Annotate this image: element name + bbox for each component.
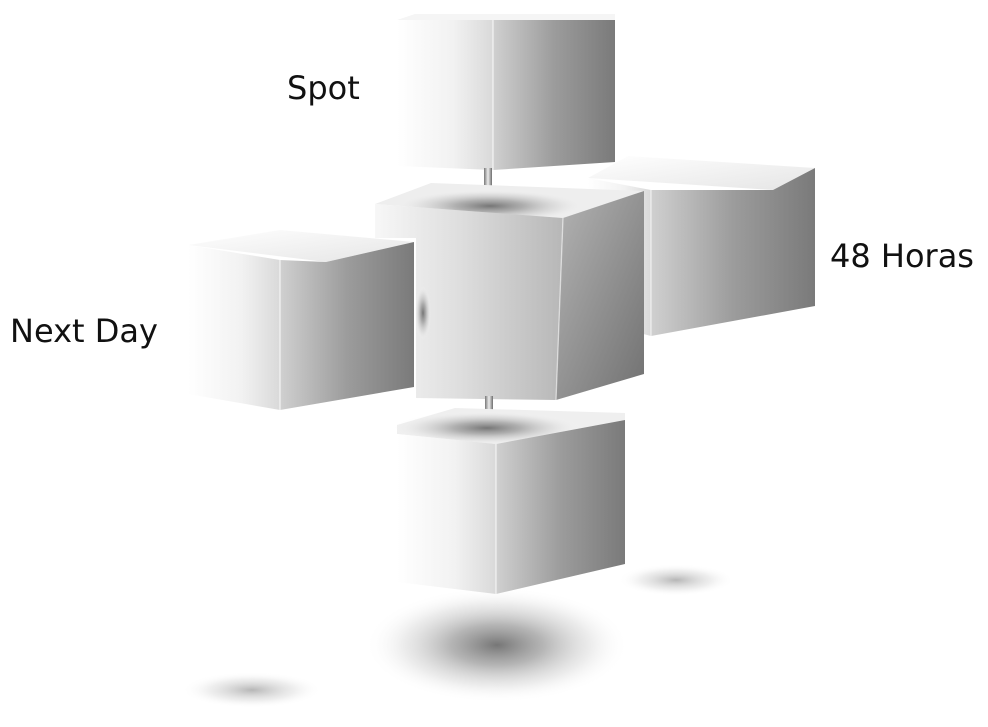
label-spot: Spot: [287, 69, 360, 107]
top-connector-rod: [484, 168, 492, 192]
left-cube: [188, 230, 414, 410]
bottom-cube: [392, 408, 625, 594]
bottom-cube-side: [496, 420, 625, 594]
right-floor-shadow: [618, 564, 734, 596]
left-cube-top: [188, 230, 414, 262]
center-floor-shadow: [365, 587, 629, 703]
left-cube-front: [188, 245, 280, 410]
right-cube-side: [651, 168, 815, 336]
bottom-cube-front: [397, 434, 496, 594]
left-floor-shadow: [182, 672, 322, 708]
label-48-horas: 48 Horas: [830, 237, 974, 275]
floor-shadows: [182, 564, 734, 708]
right-cube: [588, 156, 815, 336]
center-left-shadow: [415, 286, 431, 340]
center-cube-front: [375, 204, 563, 400]
center-cube: [375, 183, 644, 401]
top-cube: [397, 14, 615, 170]
top-cube-front: [397, 20, 493, 170]
top-cube-side: [493, 20, 615, 170]
center-cube-edge-highlight: [555, 217, 564, 401]
top-cube-top: [397, 14, 615, 20]
left-cube-side: [280, 242, 414, 410]
right-cube-top: [588, 156, 815, 190]
bottom-top-shadow: [392, 411, 582, 445]
center-cube-side: [556, 191, 644, 400]
label-next-day: Next Day: [10, 312, 158, 350]
